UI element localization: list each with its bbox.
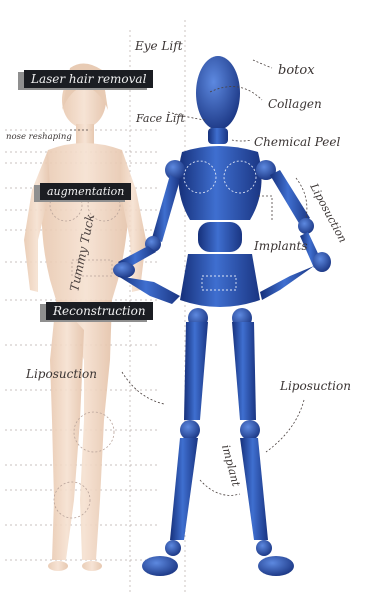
liposuction-arm-label: Liposuction — [307, 180, 349, 244]
augmentation-tag: augmentation — [40, 183, 131, 200]
liposuction-left-label: Liposuction — [25, 367, 97, 381]
botox-label: botox — [278, 63, 315, 78]
chemical-peel-label: Chemical Peel — [254, 135, 340, 149]
implant-leg-label: implant — [219, 443, 243, 488]
eye-lift-label: Eye Lift — [134, 39, 183, 53]
liposuction-right-label: Liposuction — [279, 379, 351, 393]
collagen-label: Collagen — [268, 97, 322, 111]
nose-reshaping-label: nose reshaping — [6, 132, 72, 142]
reconstruction-tag: Reconstruction — [46, 302, 153, 320]
face-lift-label: Face Lift — [135, 112, 186, 125]
laser-hair-removal-tag: Laser hair removal — [24, 70, 153, 88]
implants-label: Implants — [253, 239, 308, 253]
